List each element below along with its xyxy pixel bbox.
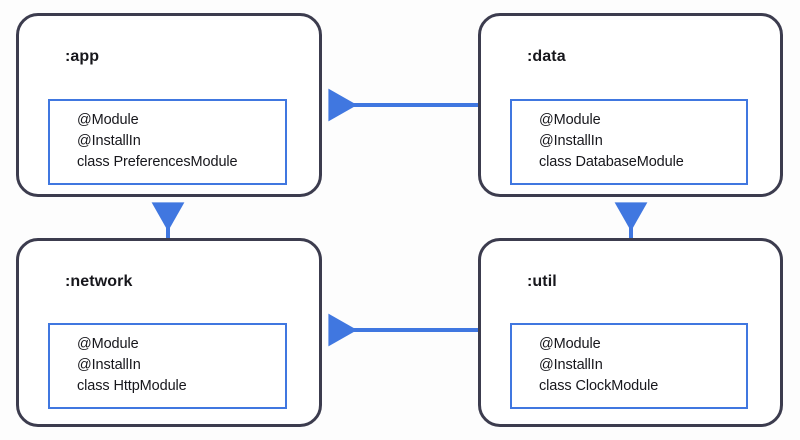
code-line-class-declaration: class ClockModule <box>539 378 659 394</box>
code-line-annotation-installin: @InstallIn <box>77 133 141 149</box>
code-box-app: @Module @InstallIn class PreferencesModu… <box>48 99 287 185</box>
module-title-network: :network <box>65 273 133 290</box>
module-title-util: :util <box>527 273 557 290</box>
module-node-data[interactable]: :data @Module @InstallIn class DatabaseM… <box>478 13 783 197</box>
code-line-annotation-module: @Module <box>539 336 601 352</box>
code-line-class-declaration: class DatabaseModule <box>539 154 684 170</box>
code-line-annotation-installin: @InstallIn <box>77 357 141 373</box>
module-title-data: :data <box>527 48 566 65</box>
code-line-class-declaration: class PreferencesModule <box>77 154 238 170</box>
code-line-annotation-installin: @InstallIn <box>539 133 603 149</box>
code-line-annotation-module: @Module <box>77 112 139 128</box>
code-box-network: @Module @InstallIn class HttpModule <box>48 323 287 409</box>
module-title-app: :app <box>65 48 100 65</box>
code-line-class-declaration: class HttpModule <box>77 378 187 394</box>
code-line-annotation-module: @Module <box>539 112 601 128</box>
code-line-annotation-module: @Module <box>77 336 139 352</box>
module-node-app[interactable]: :app @Module @InstallIn class Preference… <box>16 13 322 197</box>
module-node-network[interactable]: :network @Module @InstallIn class HttpMo… <box>16 238 322 427</box>
code-box-data: @Module @InstallIn class DatabaseModule <box>510 99 748 185</box>
code-line-annotation-installin: @InstallIn <box>539 357 603 373</box>
code-box-util: @Module @InstallIn class ClockModule <box>510 323 748 409</box>
module-node-util[interactable]: :util @Module @InstallIn class ClockModu… <box>478 238 783 427</box>
